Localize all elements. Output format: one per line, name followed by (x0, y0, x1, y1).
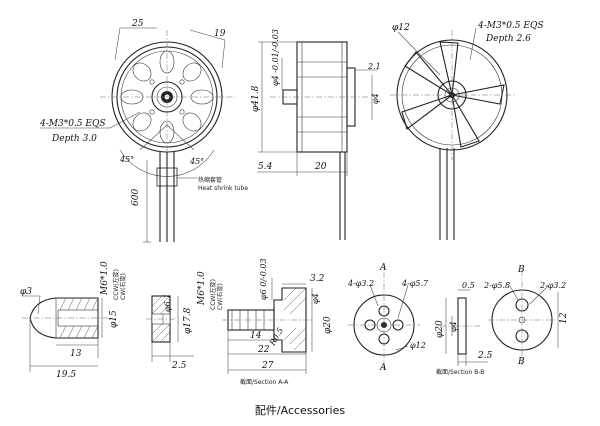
washer-dim-2-5: 2.5 (171, 361, 187, 371)
heat-shrink-en: Heat shrink tube (198, 185, 248, 192)
lead-length: 600 (131, 189, 141, 206)
adapter-dim-phi6: φ6 0/-0.03 (259, 258, 268, 300)
dim-19: 19 (214, 29, 226, 39)
adapter-thread: M6*1.0 (197, 271, 207, 306)
section-dim-2-5: 2.5 (477, 351, 493, 361)
accessories-caption: 配件/Accessories (255, 404, 345, 417)
adapter-dir-ccw: CCW(左旋) (209, 279, 217, 310)
thread-depth-back: Depth 2.6 (485, 34, 531, 44)
dim-phi41-8: φ41.8 (251, 85, 261, 112)
angle-left: 45° (119, 155, 134, 164)
section-b-tag-bottom: B (517, 357, 525, 367)
section-a-pcd: 4-φ5.7 (401, 279, 429, 288)
motor-front-view: 25 19 4-M3*0.5 EQS Depth 3.0 45° 45° 600… (39, 19, 248, 243)
thread-depth-front: Depth 3.0 (51, 134, 97, 144)
section-b-view: B B 2-φ5.8 2-φ3.2 12 截面/Section B-B (436, 265, 569, 376)
section-dim-phi4: φ4 (449, 321, 458, 332)
section-a-tag-top: A (379, 263, 387, 273)
side-section-small: 0.5 φ20 φ4 2.5 (435, 281, 493, 366)
adapter-dim-27: 27 (261, 361, 274, 371)
section-b-dim-12: 12 (559, 312, 569, 324)
dim-2-1: 2.1 (367, 62, 381, 71)
angle-right: 45° (189, 157, 204, 166)
section-dim-0-5: 0.5 (462, 281, 475, 290)
section-b-holes-right: 2-φ3.2 (539, 281, 566, 290)
dim-shaft-phi4: φ4 -0.01/-0.03 (271, 29, 280, 86)
nut-dim-13: 13 (70, 349, 82, 359)
washer-dim-phi17-8: φ17.8 (183, 307, 193, 334)
section-dim-phi20: φ20 (435, 320, 445, 338)
adapter-dim-22: 22 (257, 345, 270, 355)
washer-part: φ6.1 φ17.8 2.5 (146, 294, 194, 371)
prop-nut-part: φ3 M6*1.0 CCW(左旋) CW(右旋) φ15 13 19.5 (20, 261, 127, 380)
dim-side-phi4: φ4 (371, 93, 380, 104)
prop-adapter-part: M6*1.0 CCW(左旋) CW(右旋) φ6 0/-0.03 3.2 φ4 … (197, 258, 333, 386)
motor-side-view: φ41.8 φ4 -0.01/-0.03 2.1 φ4 5.4 20 (251, 29, 381, 240)
dim-20: 20 (314, 162, 327, 172)
section-b-label: 截面/Section B-B (436, 368, 484, 376)
nut-dim-19-5: 19.5 (56, 370, 76, 380)
adapter-dim-phi4: φ4 (311, 293, 320, 304)
nut-dim-phi3: φ3 (20, 287, 32, 297)
heat-shrink-cn: 热缩套管 (198, 176, 222, 184)
nut-dir-cw: CW(右旋) (119, 273, 127, 300)
nut-dim-phi15: φ15 (109, 310, 119, 328)
motor-back-view: φ12 4-M3*0.5 EQS Depth 2.6 (390, 21, 544, 240)
section-a-tag-bottom: A (379, 363, 387, 373)
nut-dir-ccw: CCW(左旋) (112, 269, 120, 300)
washer-dim-phi6-1: φ6.1 (163, 294, 172, 312)
adapter-section-label: 截面/Section A-A (240, 378, 289, 386)
section-a-view: A A 4-φ3.2 4-φ5.7 φ12 (347, 263, 429, 373)
adapter-dir-cw: CW(右旋) (216, 283, 224, 310)
dim-back-phi12: φ12 (392, 23, 410, 33)
nut-thread: M6*1.0 (100, 261, 110, 296)
thread-spec-front: 4-M3*0.5 EQS (39, 119, 106, 129)
adapter-dim-14: 14 (250, 331, 262, 341)
adapter-dim-3-2: 3.2 (310, 274, 325, 284)
section-a-holes: 4-φ3.2 (347, 279, 374, 288)
dim-25: 25 (131, 19, 144, 29)
section-b-tag-top: B (517, 265, 525, 275)
section-b-holes-left: 2-φ5.8 (483, 281, 510, 290)
adapter-dim-phi20: φ20 (323, 316, 333, 334)
thread-spec-back: 4-M3*0.5 EQS (477, 21, 544, 31)
section-a-phi12: φ12 (410, 341, 426, 350)
dim-5-4: 5.4 (258, 162, 273, 172)
